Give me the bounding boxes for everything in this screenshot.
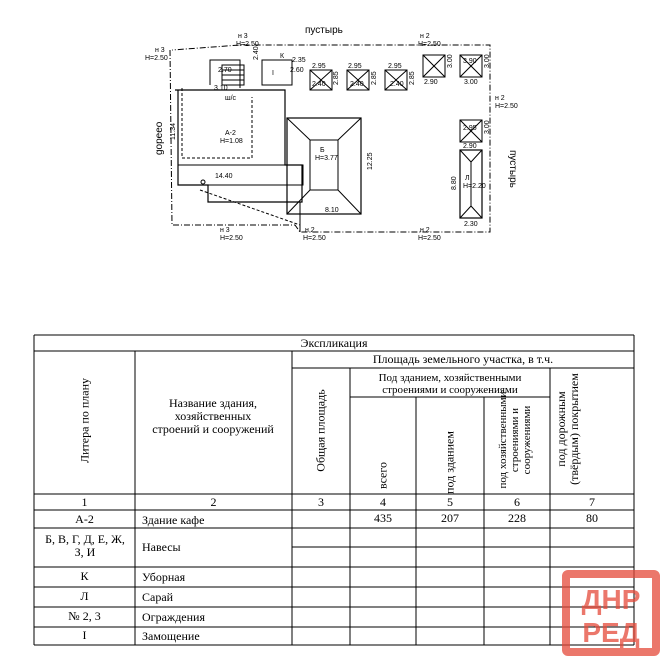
col-number: 5: [447, 495, 453, 509]
building-b: [286, 117, 362, 215]
svg-text:К: К: [280, 53, 285, 60]
svg-text:2.85: 2.85: [333, 71, 340, 85]
col-header-litera: Литера по плану: [77, 377, 92, 464]
svg-text:Б: Б: [320, 147, 325, 154]
row-name: Ограждения: [142, 610, 205, 624]
table-title: Экспликация: [300, 336, 368, 350]
svg-text:14.40: 14.40: [215, 173, 233, 180]
yard-rect: [177, 164, 304, 186]
svg-text:2.85: 2.85: [409, 71, 416, 85]
row-litera: Б, В, Г, Д, Е, Ж, З, И: [45, 532, 125, 559]
svg-text:3.00: 3.00: [447, 54, 454, 68]
row-all: 435: [374, 511, 392, 525]
svg-text:2.40: 2.40: [253, 46, 260, 60]
row-litera: К: [80, 569, 89, 583]
svg-text:H=2.50: H=2.50: [495, 103, 518, 110]
svg-text:I: I: [272, 70, 274, 77]
row-litera: Л: [80, 589, 89, 603]
svg-text:2.95: 2.95: [348, 63, 362, 70]
svg-text:н 2: н 2: [495, 95, 505, 102]
row-under-structures: 228: [508, 511, 526, 525]
row-litera: А-2: [75, 512, 94, 526]
svg-text:н 3: н 3: [220, 227, 230, 234]
col-header-total: Общая площадь: [313, 389, 328, 472]
row-name: Замощение: [142, 629, 200, 643]
street-right: пустырь: [507, 150, 518, 188]
dnr-red-logo: ДНР РЕД: [562, 570, 660, 656]
svg-text:Л: Л: [465, 175, 470, 182]
fence-boundary: [169, 44, 491, 233]
canopy-group: [309, 54, 483, 143]
area-header: Площадь земельного участка, в т.ч.: [372, 352, 554, 366]
row-name: Уборная: [142, 570, 186, 584]
svg-text:2.40: 2.40: [312, 81, 326, 88]
col-number: 1: [81, 495, 88, 509]
row-road: 80: [586, 511, 598, 525]
svg-text:2.95: 2.95: [388, 63, 402, 70]
svg-text:H=2.50: H=2.50: [236, 41, 259, 48]
svg-text:H=2.50: H=2.50: [145, 55, 168, 62]
svg-text:8.80: 8.80: [451, 176, 458, 190]
svg-text:н 2: н 2: [305, 227, 315, 234]
svg-text:H=2.50: H=2.50: [303, 235, 326, 242]
street-top: пустырь: [305, 25, 343, 36]
row-name: Сарай: [142, 590, 174, 604]
col-header-road: под дорожным (твёрдым) покрытием: [554, 373, 581, 485]
street-left: gopeeo: [154, 121, 165, 155]
svg-text:3.00: 3.00: [484, 54, 491, 68]
svg-text:H=2.50: H=2.50: [220, 235, 243, 242]
svg-text:3.90: 3.90: [463, 58, 477, 65]
svg-text:н 2: н 2: [420, 33, 430, 40]
svg-text:H=2.20: H=2.20: [463, 183, 486, 190]
row-name: Навесы: [142, 540, 181, 554]
col-header-under-structures: под хозяйственными строениями и сооружен…: [497, 391, 533, 489]
under-buildings-header: Под зданием, хозяйственными строениями и…: [378, 372, 522, 396]
svg-text:2.95: 2.95: [463, 125, 477, 132]
shed-l: [459, 149, 483, 219]
svg-text:ш/с: ш/с: [225, 95, 237, 102]
svg-text:2.90: 2.90: [463, 143, 477, 150]
row-under-building: 207: [441, 511, 459, 525]
svg-text:2.95: 2.95: [312, 63, 326, 70]
row-litera: I: [82, 628, 87, 642]
svg-text:2.40: 2.40: [350, 81, 364, 88]
svg-text:3.00: 3.00: [484, 120, 491, 134]
svg-text:2.35: 2.35: [292, 57, 306, 64]
col-number: 2: [210, 495, 217, 509]
col-header-under-building: под зданием: [442, 431, 457, 494]
svg-text:н 2: н 2: [420, 227, 430, 234]
svg-text:н 3: н 3: [238, 33, 248, 40]
logo-line2: РЕД: [582, 617, 639, 648]
svg-text:3.10: 3.10: [214, 85, 228, 92]
col-number: 4: [380, 495, 386, 509]
logo-line1: ДНР: [582, 584, 641, 615]
svg-text:H=2.50: H=2.50: [418, 235, 441, 242]
row-name: Здание кафе: [142, 513, 205, 527]
svg-text:H=2.50: H=2.50: [418, 41, 441, 48]
svg-text:2.70: 2.70: [218, 67, 232, 74]
svg-text:А-2: А-2: [225, 130, 236, 137]
svg-text:H=1.08: H=1.08: [220, 138, 243, 145]
site-plan: пустырь gopeeo пустырь н 3 H=2.50 н 3 H=…: [145, 25, 518, 242]
svg-text:H=3.77: H=3.77: [315, 155, 338, 162]
svg-text:11.34: 11.34: [170, 123, 177, 140]
row-litera: № 2, 3: [68, 609, 101, 623]
col-number: 6: [514, 495, 520, 509]
svg-text:3.00: 3.00: [464, 79, 478, 86]
svg-text:2.40: 2.40: [390, 81, 404, 88]
svg-text:2.60: 2.60: [290, 67, 304, 74]
col-number: 3: [318, 495, 324, 509]
svg-text:н 3: н 3: [155, 47, 165, 54]
col-number: 7: [589, 495, 595, 509]
col-header-name: Название здания, хозяйственных строений …: [152, 396, 274, 436]
svg-text:2.30: 2.30: [464, 221, 478, 228]
svg-text:2.90: 2.90: [424, 79, 438, 86]
svg-text:12.25: 12.25: [367, 152, 374, 170]
svg-text:8.10: 8.10: [325, 207, 339, 214]
svg-text:2.85: 2.85: [371, 71, 378, 85]
